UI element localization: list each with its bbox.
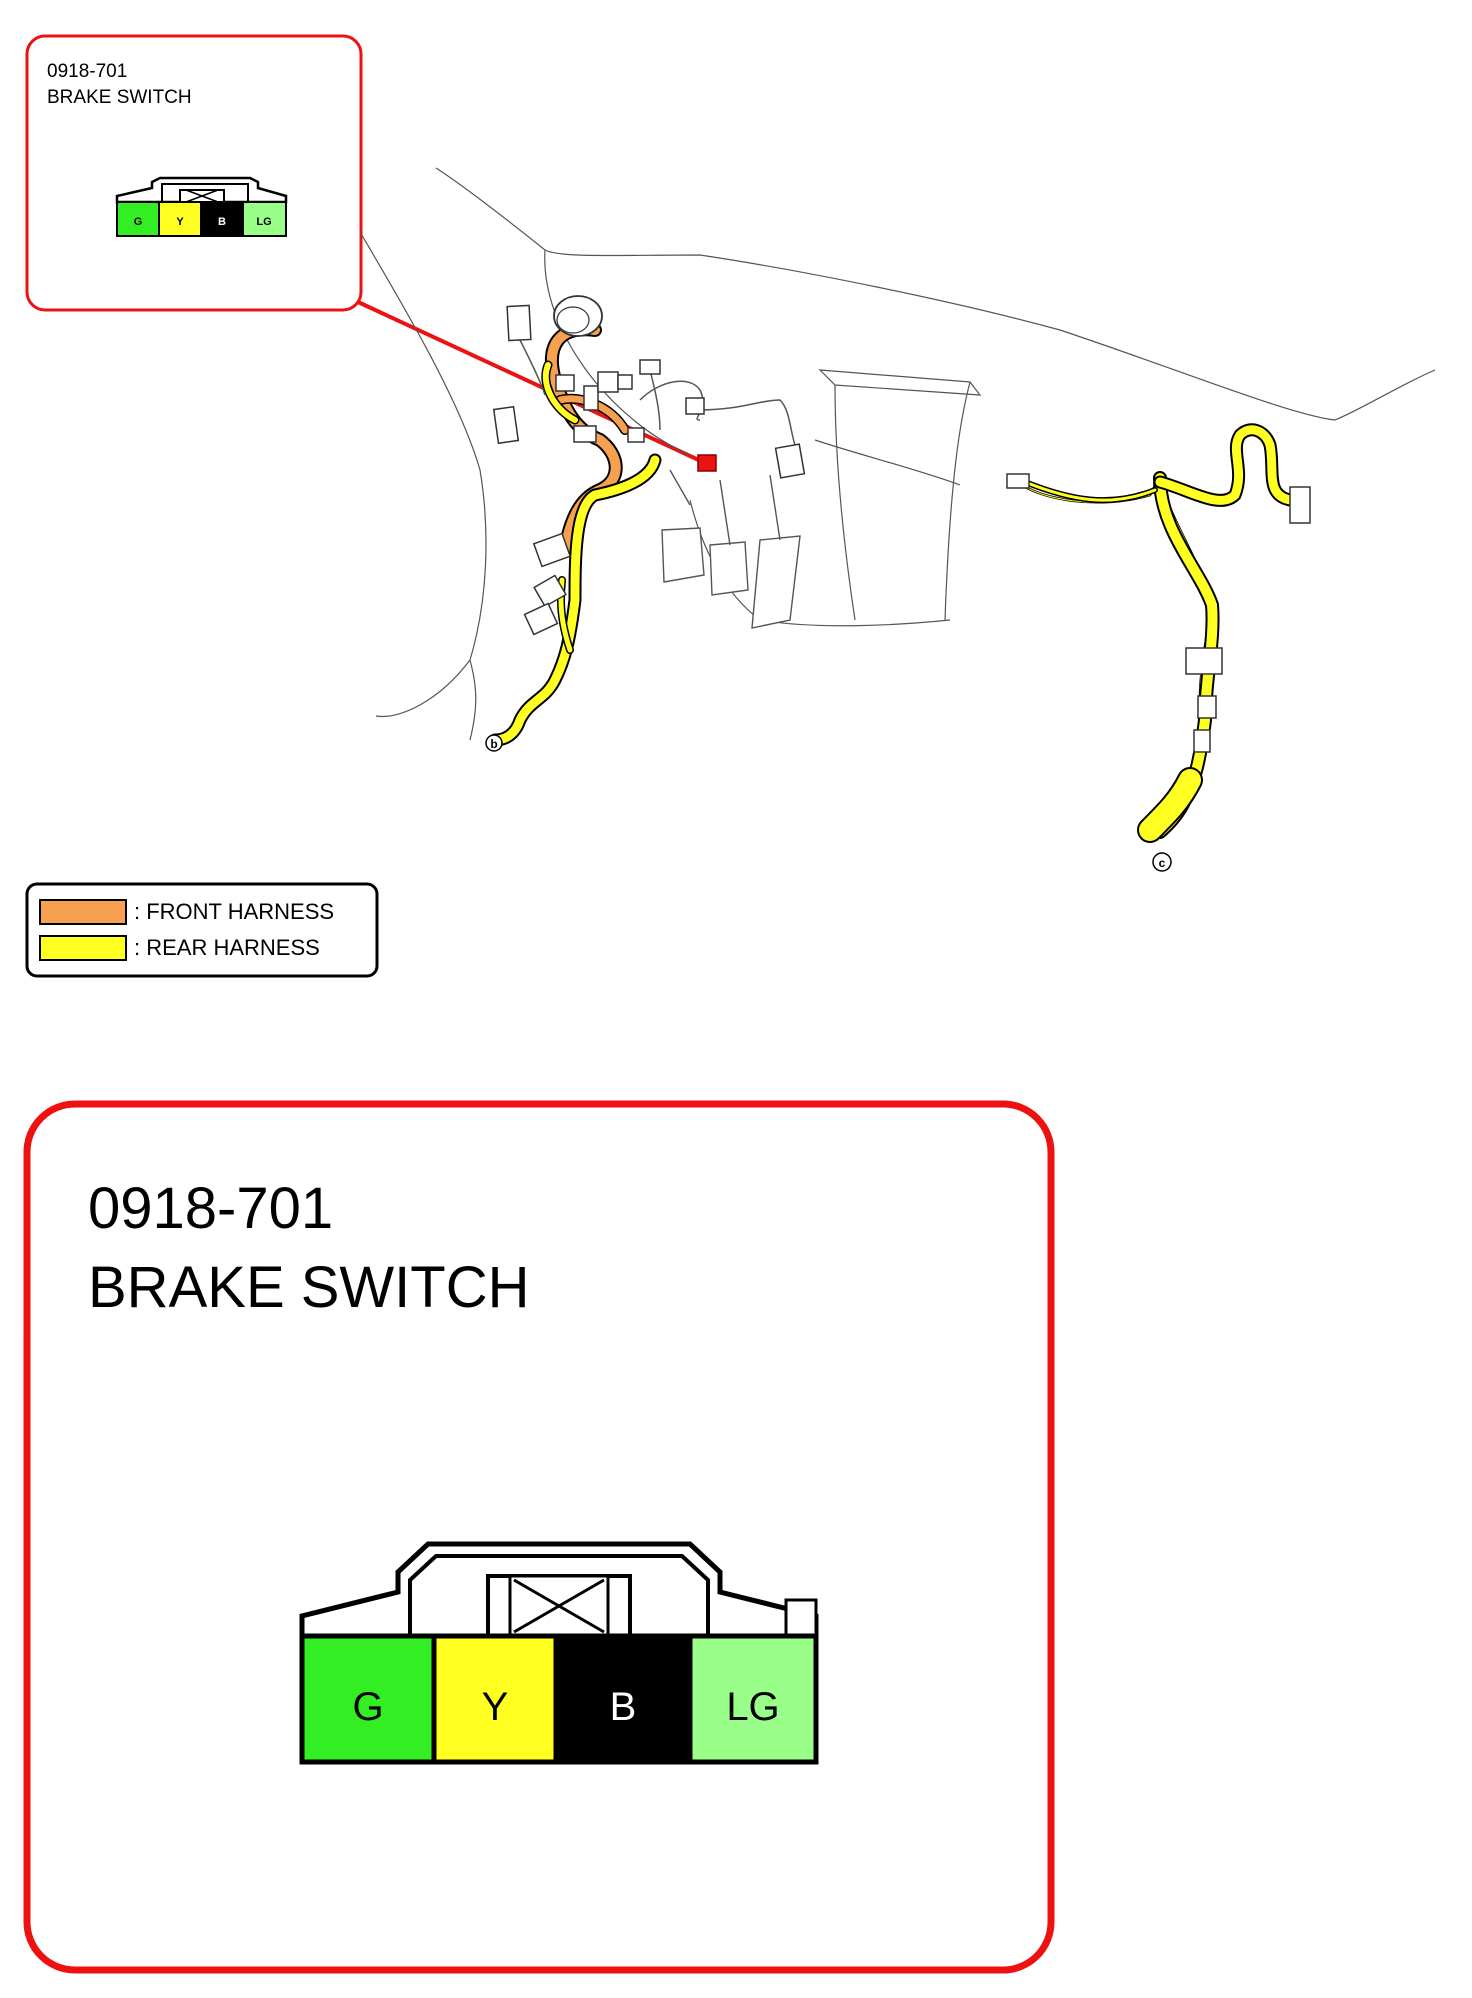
connector bbox=[492, 405, 520, 445]
legend-border bbox=[25, 882, 379, 978]
connector bbox=[533, 574, 567, 608]
right-connectors bbox=[1006, 473, 1311, 753]
legend-swatch-front bbox=[39, 899, 127, 925]
connector bbox=[1289, 486, 1311, 524]
connector bbox=[597, 371, 619, 393]
connector bbox=[617, 374, 633, 390]
large-pin-label-g: G bbox=[352, 1685, 383, 1729]
white-wires bbox=[519, 339, 796, 446]
legend-swatch-rear bbox=[39, 935, 127, 961]
connector bbox=[555, 374, 575, 392]
small-pin-label-lg: LG bbox=[256, 216, 271, 228]
connector bbox=[532, 532, 572, 568]
large-pin-lg bbox=[687, 1633, 819, 1765]
pedals bbox=[661, 469, 801, 629]
brake-pedal bbox=[709, 541, 749, 596]
connector bbox=[685, 397, 705, 415]
connector bbox=[573, 425, 597, 443]
connector bbox=[583, 385, 599, 411]
small-pin-y bbox=[158, 201, 202, 237]
large-pin-g bbox=[299, 1633, 437, 1765]
small-part-number: 0918-701 bbox=[47, 61, 127, 82]
connector bbox=[639, 359, 661, 375]
large-pin-label-lg: LG bbox=[726, 1685, 779, 1729]
connector bbox=[1185, 647, 1223, 675]
connector bbox=[1006, 473, 1030, 489]
large-part-number: 0918-701 bbox=[88, 1176, 333, 1241]
large-callout: 0918-701 BRAKE SWITCH G Y B LG bbox=[23, 1100, 1055, 1974]
accelerator-pedal bbox=[751, 535, 801, 629]
grommet bbox=[553, 295, 603, 337]
small-part-name: BRAKE SWITCH bbox=[47, 87, 192, 108]
connector bbox=[774, 443, 806, 479]
large-connector: G Y B LG bbox=[299, 1541, 819, 1765]
marker-c: c bbox=[1152, 852, 1172, 872]
legend-label-rear: : REAR HARNESS bbox=[134, 935, 320, 960]
clutch-pedal bbox=[661, 527, 705, 583]
small-callout-border bbox=[25, 34, 363, 312]
connector bbox=[627, 427, 645, 443]
small-pin-label-b: B bbox=[218, 216, 226, 228]
connector bbox=[1197, 695, 1217, 719]
brake-switch-connector bbox=[697, 454, 717, 472]
marker-b-label: b bbox=[490, 737, 497, 751]
small-pin-g bbox=[116, 201, 160, 237]
small-connector: G Y B LG bbox=[115, 176, 288, 237]
large-part-name: BRAKE SWITCH bbox=[88, 1255, 530, 1320]
small-pin-label-y: Y bbox=[176, 216, 184, 228]
large-pin-y bbox=[431, 1633, 559, 1765]
rear-harness-left bbox=[488, 360, 662, 747]
connector bbox=[1193, 729, 1211, 753]
marker-c-label: c bbox=[1159, 856, 1166, 870]
connector bbox=[506, 304, 532, 342]
connectors bbox=[492, 304, 806, 636]
large-pin-label-y: Y bbox=[482, 1685, 509, 1729]
legend-label-front: : FRONT HARNESS bbox=[134, 899, 334, 924]
small-pin-label-g: G bbox=[134, 216, 143, 228]
rear-harness-right bbox=[1016, 423, 1297, 843]
legend: : FRONT HARNESS : REAR HARNESS bbox=[25, 882, 379, 978]
small-callout: 0918-701 BRAKE SWITCH G Y B LG bbox=[25, 34, 363, 312]
large-pin-label-b: B bbox=[610, 1685, 637, 1729]
connector bbox=[523, 602, 559, 636]
marker-b: b bbox=[485, 734, 503, 752]
small-pin-b bbox=[200, 201, 244, 237]
small-pin-lg bbox=[242, 201, 287, 237]
